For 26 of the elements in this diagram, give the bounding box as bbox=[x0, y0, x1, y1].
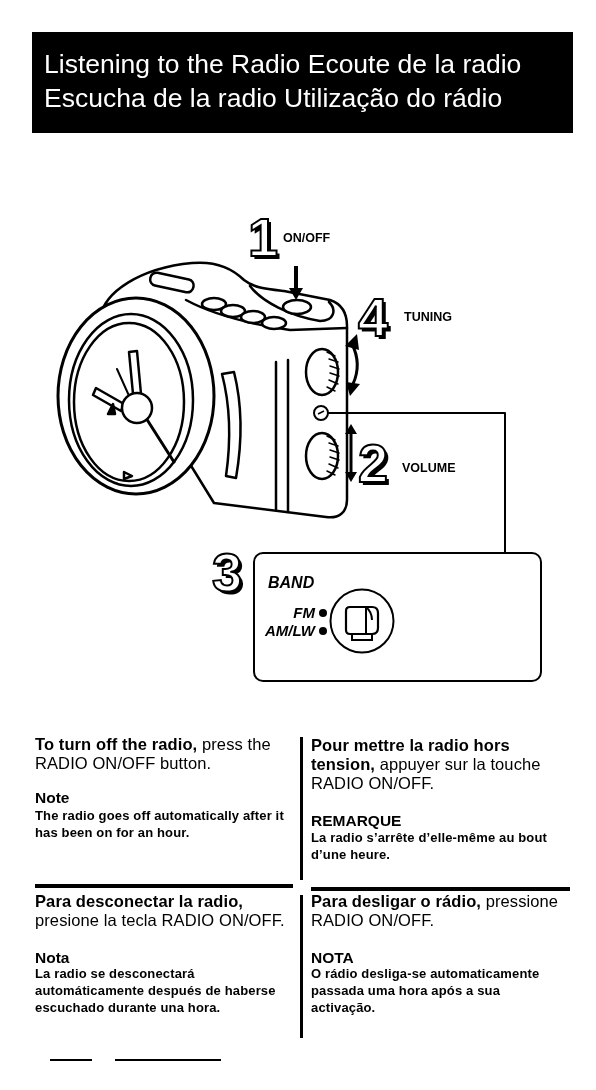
note-text: O rádio desliga-se automaticamente passada uma hora após a sua activação. bbox=[311, 965, 541, 1016]
switch-position-label: FM bbox=[292, 604, 315, 622]
switch-position-label: AM/LW bbox=[264, 622, 315, 640]
note-text: La radio s’arrête d’elle-même au bout d’une heure. bbox=[311, 829, 548, 863]
note-heading: NOTA bbox=[311, 949, 354, 967]
selector-switch bbox=[313, 405, 329, 421]
instruction-text: Para desligar o rádio, pressione RADIO ON/OFF. bbox=[311, 892, 560, 930]
callout-number: 1 bbox=[248, 210, 279, 264]
note-heading: REMARQUE bbox=[311, 812, 402, 830]
callout-panel bbox=[253, 552, 542, 682]
callout-label: ON/OFF bbox=[283, 231, 331, 246]
note-text: La radio se desconectará automáticamente después de haberse escuchado durante una hora. bbox=[35, 965, 277, 1016]
note-text: The radio goes off automatically after it has been on for an hour. bbox=[35, 807, 285, 841]
instruction-text: Pour mettre la radio hors tension, appuyer sur la touche RADIO ON/OFF. bbox=[311, 736, 542, 793]
callout-label: TUNING bbox=[404, 310, 452, 325]
note-heading: Nota bbox=[35, 949, 70, 967]
callout-label: VOLUME bbox=[402, 461, 456, 476]
panel-heading: BAND bbox=[268, 573, 315, 592]
callout-number: 3 bbox=[212, 545, 243, 599]
callout-number: 4 bbox=[358, 290, 389, 344]
instruction-text: Para desconectar la radio, presione la tecla RADIO ON/OFF. bbox=[35, 892, 286, 930]
callout-number: 2 bbox=[358, 436, 389, 490]
leader-line bbox=[327, 412, 506, 553]
title-banner: Listening to the Radio Ecoute de la radio Escucha de la radio Utilização do rádio bbox=[32, 32, 573, 133]
instruction-text: To turn off the radio, press the RADIO ON/OFF button. bbox=[35, 735, 272, 773]
note-heading: Note bbox=[35, 789, 70, 807]
